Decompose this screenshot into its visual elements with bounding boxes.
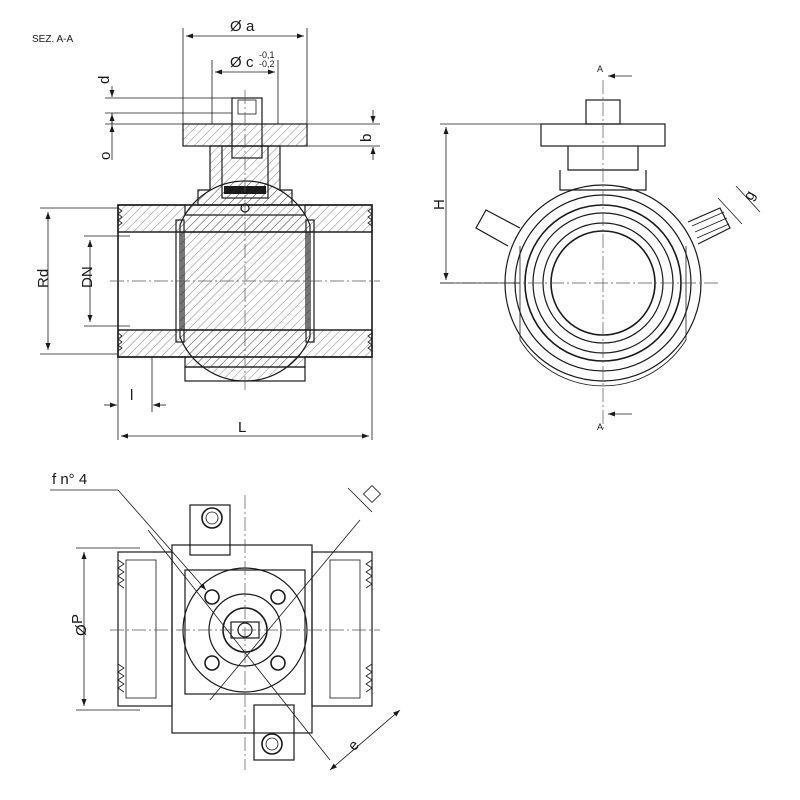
dim-P: P xyxy=(69,614,86,624)
dim-a: a xyxy=(246,18,255,35)
side-view: H g A A xyxy=(431,64,761,432)
bolt-hole xyxy=(270,589,286,605)
side-nozzle-right xyxy=(687,207,731,245)
dim-c-tol-lower: -0,2 xyxy=(259,59,275,69)
square-symbol xyxy=(362,484,382,504)
side-nozzle-left xyxy=(475,209,521,247)
holes-label: f n° 4 xyxy=(52,471,87,488)
top-nozzle-lower xyxy=(253,704,295,761)
bolt-hole xyxy=(270,655,286,671)
dim-o: o xyxy=(97,152,114,160)
dim-c-tol-upper: -0,1 xyxy=(259,50,275,60)
dim-a-diameter: Ø xyxy=(230,18,242,35)
top-end-right xyxy=(311,551,373,707)
section-mark-top: A xyxy=(597,64,603,74)
dim-P-diameter: Ø xyxy=(73,624,90,636)
dim-c: c xyxy=(246,54,254,71)
dim-d: d xyxy=(96,76,113,84)
dim-c-diameter: Ø xyxy=(230,54,242,71)
bolt-hole xyxy=(204,655,220,671)
top-end-left xyxy=(117,551,173,707)
top-view: f n° 4 Ø P e xyxy=(50,471,401,771)
bolt-hole xyxy=(204,589,220,605)
section-mark-bottom: A xyxy=(597,422,603,432)
dim-g: g xyxy=(740,188,759,204)
thread-right xyxy=(367,207,373,352)
dim-e: e xyxy=(345,737,363,754)
dim-Rd: Rd xyxy=(35,269,52,288)
thread-left xyxy=(117,207,123,352)
dim-DN: DN xyxy=(79,266,96,288)
section-label: SEZ. A-A xyxy=(32,34,73,45)
dim-b: b xyxy=(358,134,375,142)
dim-H: H xyxy=(431,199,448,210)
section-view: SEZ. A-A xyxy=(32,18,380,440)
dim-L: L xyxy=(238,419,246,436)
dim-l: l xyxy=(130,387,133,404)
top-nozzle-upper xyxy=(189,504,231,556)
